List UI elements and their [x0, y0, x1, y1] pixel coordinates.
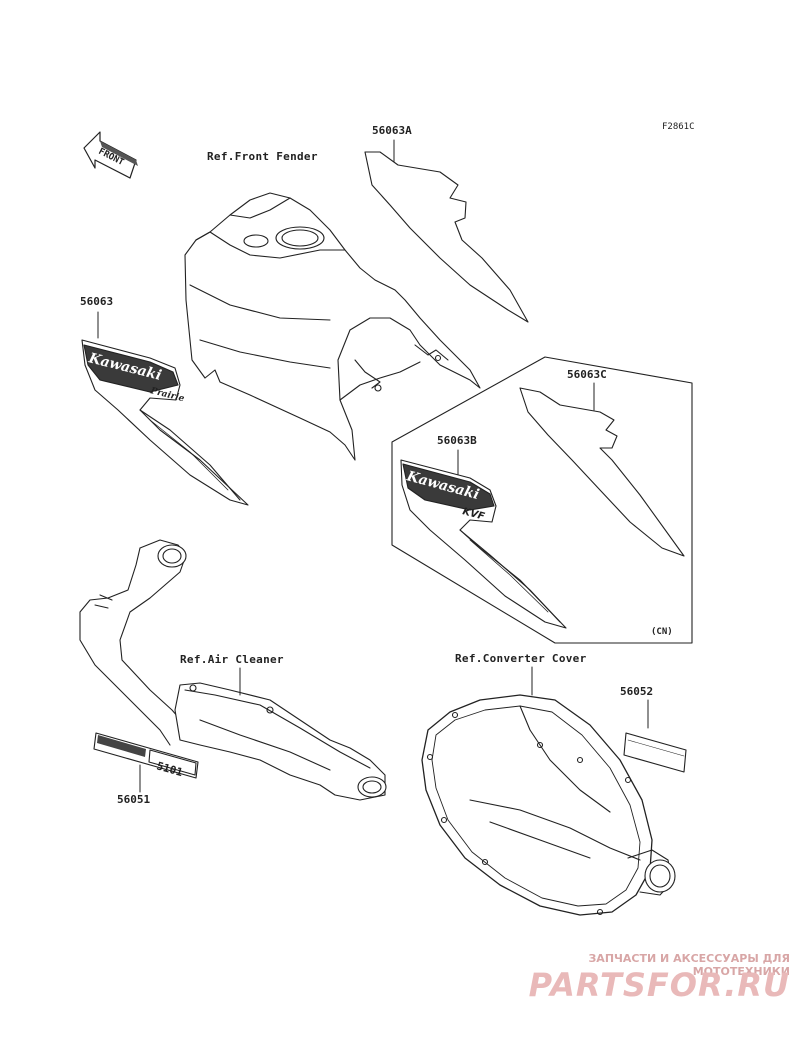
sticker-56052-drawing	[623, 732, 687, 773]
converter-cover-drawing	[421, 694, 676, 916]
front-fender-drawing	[184, 192, 481, 461]
part-label-56063: 56063	[80, 295, 113, 308]
part-label-56051: 56051	[117, 793, 150, 806]
watermark-logo: PARTSFOR.RU	[528, 966, 790, 1004]
watermark-tagline: ЗАПЧАСТИ И АКСЕССУАРЫ ДЛЯ МОТОТЕХНИКИ	[588, 952, 790, 978]
decal-56063C-drawing	[519, 387, 685, 557]
part-label-56063B: 56063B	[437, 434, 477, 447]
ref-air-cleaner: Ref.Air Cleaner	[180, 653, 284, 666]
front-arrow-icon: FRONT	[83, 131, 138, 179]
decal-56063A-drawing	[364, 151, 529, 323]
ref-front-fender: Ref.Front Fender	[207, 150, 318, 163]
diagram-code: F2861C	[662, 122, 695, 132]
part-label-56063C: 56063C	[567, 368, 607, 381]
cn-variant-box: (CN)	[391, 356, 693, 644]
decal-56063B-drawing: Kawasaki KVF	[400, 459, 567, 629]
part-label-56052: 56052	[620, 685, 653, 698]
air-cleaner-drawing	[79, 539, 387, 801]
ref-converter-cover: Ref.Converter Cover	[455, 652, 587, 665]
market-note: (CN)	[651, 627, 673, 637]
part-label-56063A: 56063A	[372, 124, 412, 137]
